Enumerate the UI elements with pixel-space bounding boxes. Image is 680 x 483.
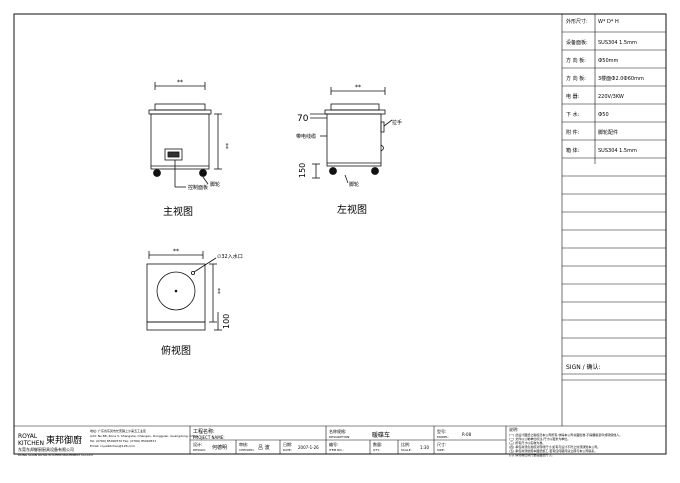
- left-width-dim: **: [355, 84, 361, 91]
- check-label: 审核:: [239, 441, 248, 447]
- model-label-en: MODEL:: [437, 435, 449, 439]
- front-control-panel-label: 控制面板: [188, 184, 208, 191]
- design-label-en: DESIGN:: [193, 448, 206, 452]
- top-width-dim: **: [173, 248, 179, 255]
- desc-label-en: DESCRIPTION:: [329, 435, 350, 439]
- notes-label: 说明:: [509, 426, 518, 432]
- item-label: 编号:: [329, 441, 338, 447]
- spec-value: W* D* H: [598, 19, 619, 25]
- spec-label: 方 向 板:: [566, 75, 586, 82]
- front-view: [148, 82, 222, 188]
- top-view: [146, 251, 222, 331]
- date-label-en: DATE:: [283, 448, 292, 452]
- model-label: 型号:: [437, 428, 446, 434]
- sign-label: SIGN / 确认:: [566, 363, 601, 371]
- scale-label: 比例:: [401, 441, 410, 447]
- left-handle-label: 拉手: [392, 119, 402, 126]
- checker-name: 吕 波: [258, 444, 270, 451]
- front-width-dim: **: [177, 79, 183, 86]
- desc-label: 名称规格:: [329, 428, 346, 434]
- check-label-en: CHECKED:: [239, 448, 255, 452]
- top-depth-dim: **: [214, 288, 221, 294]
- spec-value: 脚轮配件: [598, 129, 618, 136]
- top-inlet-label: ∅32入水口: [217, 253, 243, 260]
- company-address-cn: 地址: 广东省东莞市长安镇上沙第五工业区: [90, 428, 146, 433]
- front-view-caption: 主视图: [163, 205, 193, 218]
- spec-label: 设备面板:: [566, 39, 588, 46]
- spec-label: 下 水:: [566, 111, 580, 118]
- left-top-dim: 70: [297, 114, 309, 124]
- company-address-en: Add: No.88, Zone 5, Shangsha, Changan, D…: [90, 434, 198, 438]
- note-line: (四) 承包商须负责核对现场尺寸,如有与设计不符之处须通知本公司。: [509, 444, 600, 449]
- spec-label: 电 器:: [566, 93, 580, 100]
- project-name-label-en: PROJECT NAME:: [193, 435, 225, 440]
- left-bottom-dim: 150: [298, 163, 307, 178]
- note-line: (二) 文件以公制单位标注,尺寸以毫米为单位。: [509, 436, 570, 441]
- left-caster-label: 脚轮: [349, 181, 359, 188]
- logo-royal: ROYAL: [18, 433, 38, 440]
- date-value: 2007-1-26: [298, 445, 319, 450]
- logo-kitchen: KITCHEN: [18, 440, 44, 447]
- company-tel: Tel: (0769) 85090570 Fax: (0769) 8509057…: [89, 439, 156, 443]
- designer-name: 何德明: [212, 444, 227, 451]
- spec-value: 220V/3KW: [598, 94, 624, 100]
- qty-label: 数量:: [373, 441, 382, 447]
- note-line: (三) 所有尺寸以实物为准。: [509, 440, 545, 445]
- spec-label: 附 件:: [566, 129, 580, 136]
- title-block-grid: [14, 425, 666, 454]
- spec-value: 3楼面Ф2.0Ф60mm: [598, 75, 644, 82]
- spec-table: [561, 14, 666, 426]
- front-caster-label: 脚轮: [210, 181, 220, 188]
- spec-label: 外形尺寸:: [566, 18, 588, 25]
- top-view-caption: 俯视图: [161, 344, 191, 357]
- spec-value: SUS304 1.5mm: [598, 40, 637, 46]
- spec-label: 箱 体:: [566, 147, 580, 154]
- company-full-en: DONG GUAN ROYAL KITCHEN MACHINERY CO.,LT…: [18, 453, 93, 457]
- size-label-en: SIZE:: [437, 448, 445, 452]
- front-height-dim: **: [222, 143, 229, 149]
- qty-label-en: QTY.:: [373, 448, 380, 452]
- design-label: 设计:: [193, 441, 202, 447]
- sheet-border: [13, 13, 667, 455]
- scale-label-en: SCALE:: [401, 448, 412, 452]
- size-label: 尺寸:: [437, 441, 446, 447]
- date-label: 日期:: [283, 441, 292, 447]
- spec-value: Ф50mm: [598, 58, 619, 64]
- company-full-cn: 东莞东邦御厨厨具设备有限公司: [18, 446, 74, 452]
- spec-label: 方 向 板:: [566, 57, 586, 64]
- left-view-caption: 左视图: [337, 203, 367, 216]
- item-label-en: ITEM NO.:: [329, 448, 344, 452]
- description-value: 暖碟车: [372, 431, 390, 439]
- top-bottom-dim: 100: [222, 314, 231, 329]
- spec-value: Ф50: [598, 112, 609, 118]
- scale-value: 1:30: [420, 445, 429, 450]
- note-line: (六) 请勿用比例尺量度图纸尺寸。: [509, 452, 554, 457]
- project-name-label: 工程名称:: [193, 428, 215, 435]
- left-view: [310, 87, 393, 184]
- spec-rows: 外形尺寸: W* D* H 设备面板: SUS304 1.5mm 方 向 板: …: [566, 18, 644, 154]
- company-web: Email: royalkitchen@126.com: [90, 444, 135, 448]
- model-value: R-08: [462, 432, 472, 437]
- left-power-cord-label: 带电线缆: [296, 133, 316, 140]
- logo-company-cn: 東邦御廚: [46, 434, 82, 446]
- note-line: (五) 承包商须依照本图纸施工,若有任何疑问请立即与本公司联系。: [509, 448, 597, 453]
- note-line: (一) 此设计图纸之版权归本公司所有,非得本公司书面批准,不得翻版复印或转借他人…: [509, 432, 622, 437]
- spec-value: SUS304 1.5mm: [598, 148, 637, 154]
